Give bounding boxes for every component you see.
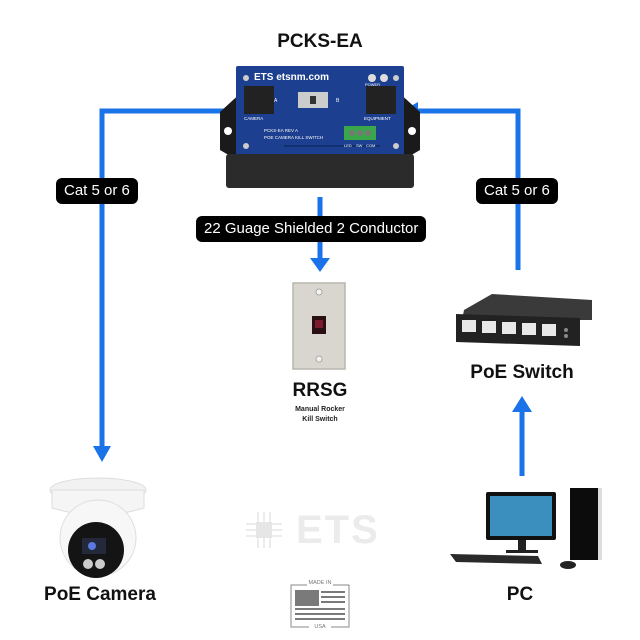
rocker-caption-line1: Manual Rocker bbox=[295, 406, 345, 413]
pc-device bbox=[450, 488, 606, 572]
pc-title: PC bbox=[506, 584, 534, 605]
switch-letter-a: A bbox=[274, 98, 278, 104]
usa-text: USA bbox=[314, 624, 326, 630]
rocker-caption-line2: Kill Switch bbox=[302, 416, 338, 423]
terminal-label-sw: SW bbox=[356, 143, 363, 148]
rocker-switch-title: RRSG bbox=[292, 380, 348, 401]
kill-switch-box-title: PCKS-EA bbox=[277, 31, 363, 52]
made-in-usa-badge: MADE IN USA bbox=[289, 580, 351, 632]
kill-switch-box-device: ETS etsnm.com A B POWER CAMERA EQUIPMENT… bbox=[214, 64, 426, 192]
port-camera-label: CAMERA bbox=[244, 116, 264, 121]
terminal-label-led: LED bbox=[344, 143, 352, 148]
made-in-text: MADE IN bbox=[308, 580, 332, 586]
switch-letter-b: B bbox=[336, 98, 340, 104]
ets-watermark-text: ETS bbox=[296, 508, 380, 552]
board-brand-text: ETS etsnm.com bbox=[254, 72, 330, 83]
arrow-down-rocker-icon bbox=[310, 258, 330, 272]
poe-switch-device bbox=[452, 290, 592, 350]
left-cable-label: Cat 5 or 6 bbox=[56, 178, 138, 204]
poe-camera-title: PoE Camera bbox=[44, 584, 156, 605]
terminal-label-com: COM bbox=[366, 143, 376, 148]
wire-switch-to-box bbox=[414, 108, 521, 270]
center-cable-label: 22 Guage Shielded 2 Conductor bbox=[196, 216, 427, 242]
port-equipment-label: EQUIPMENT bbox=[364, 116, 391, 121]
poe-switch-title: PoE Switch bbox=[470, 362, 574, 383]
rocker-switch-device bbox=[292, 282, 346, 370]
wire-box-to-camera bbox=[99, 108, 252, 448]
poe-camera-device bbox=[44, 472, 152, 580]
board-model-text: PCKS-EA REV A bbox=[264, 128, 299, 133]
board-description-text: POE CAMERA KILL SWITCH bbox=[264, 135, 324, 140]
chip-logo-icon bbox=[244, 510, 284, 550]
arrow-down-camera-icon bbox=[93, 446, 111, 462]
right-cable-label: Cat 5 or 6 bbox=[476, 178, 558, 204]
arrow-up-switch-icon bbox=[512, 396, 532, 412]
power-led-label: POWER bbox=[365, 82, 381, 87]
